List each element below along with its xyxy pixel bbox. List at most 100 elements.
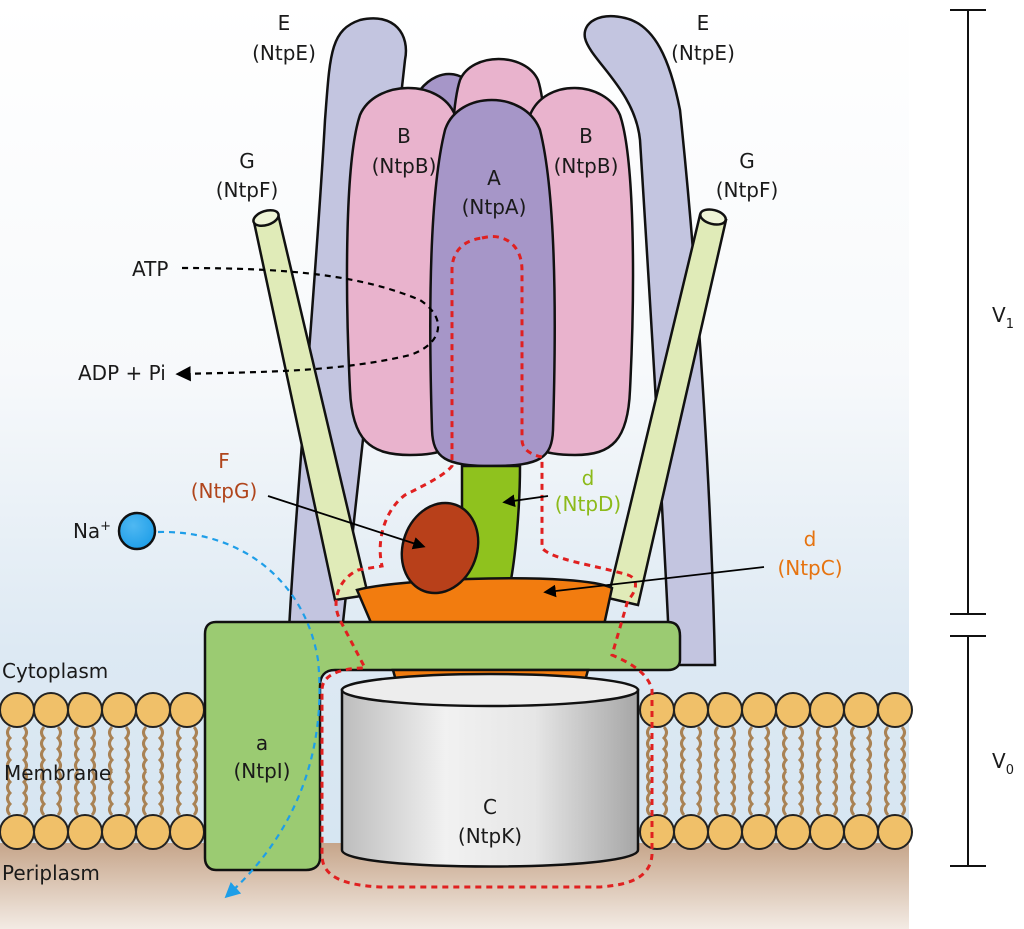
subunit-f	[400, 501, 480, 595]
label-b-left-name: B	[397, 124, 411, 148]
lipid-head	[775, 692, 811, 728]
label-f-name: F	[218, 449, 230, 473]
lipid-tail	[763, 725, 770, 817]
sodium-path-arrow	[157, 530, 321, 899]
lipid-head	[673, 814, 709, 850]
lipid-tail	[714, 725, 721, 817]
lipid-tail	[884, 725, 891, 817]
label-v1: V1	[992, 303, 1014, 332]
subunit-g-right-cap	[699, 208, 727, 226]
c-ring-top	[340, 672, 640, 708]
label-f-gene: (NtpG)	[191, 479, 258, 503]
lipid-head	[0, 692, 35, 728]
label-na-charge: +	[100, 519, 111, 534]
lipid-tail	[680, 725, 687, 817]
label-b-right-gene: (NtpB)	[554, 154, 619, 178]
d-orange-pointer-arrow	[543, 566, 765, 598]
lipid-head	[707, 692, 743, 728]
subunit-a-membrane	[203, 620, 682, 872]
lipid-bilayer	[0, 692, 913, 850]
lipid-tail	[191, 725, 198, 817]
lipid-head	[707, 814, 743, 850]
label-v0-sub: 0	[1006, 763, 1014, 778]
label-v0: V0	[992, 749, 1014, 778]
label-g-left-name: G	[239, 149, 255, 173]
lipid-head	[639, 814, 675, 850]
atp-hydrolysis-arrow	[175, 266, 440, 382]
lipid-tail	[695, 725, 702, 817]
label-e-right-gene: (NtpE)	[671, 41, 735, 65]
lipid-tail	[865, 725, 872, 817]
lipid-tail	[142, 725, 149, 817]
label-e-right-name: E	[697, 11, 710, 35]
lipid-tail	[816, 725, 823, 817]
label-c-name: C	[483, 795, 497, 819]
label-cytoplasm: Cytoplasm	[2, 659, 108, 683]
label-d-orange-name: d	[804, 527, 817, 551]
lipid-head	[673, 692, 709, 728]
label-adp-pi: ADP + Pi	[78, 361, 166, 385]
lipid-tail	[748, 725, 755, 817]
subunit-e-right	[583, 15, 717, 667]
lipid-head	[809, 692, 845, 728]
lipid-tail	[21, 725, 28, 817]
lipid-head	[809, 814, 845, 850]
lipid-head	[775, 814, 811, 850]
label-a-gene: (NtpA)	[462, 195, 527, 219]
lipid-head	[101, 814, 137, 850]
label-g-right-gene: (NtpF)	[716, 178, 779, 202]
lipid-tail	[40, 725, 47, 817]
lipid-head	[741, 814, 777, 850]
label-e-left-gene: (NtpE)	[252, 41, 316, 65]
scale-bars	[950, 9, 986, 867]
label-d-green-name: d	[582, 466, 595, 490]
d-green-pointer-arrow	[502, 494, 549, 507]
label-d-green-gene: (NtpD)	[555, 492, 622, 516]
lipid-head	[169, 814, 205, 850]
lipid-head	[67, 814, 103, 850]
label-na-ion: Na+	[73, 519, 111, 543]
label-g-left-gene: (NtpF)	[216, 178, 279, 202]
lipid-head	[67, 692, 103, 728]
label-v1-base: V	[992, 303, 1006, 327]
label-na-base: Na	[73, 519, 100, 543]
label-a-membrane-name: a	[256, 731, 268, 755]
subunit-a	[428, 98, 557, 468]
label-e-left-name: E	[278, 11, 291, 35]
lipid-head	[0, 814, 35, 850]
label-v0-base: V	[992, 749, 1006, 773]
lipid-tail	[176, 725, 183, 817]
label-d-orange-gene: (NtpC)	[777, 556, 842, 580]
lipid-head	[101, 692, 137, 728]
lipid-tail	[89, 725, 96, 817]
lipid-head	[843, 814, 879, 850]
lipid-head	[741, 692, 777, 728]
lipid-head	[877, 814, 913, 850]
margin-background	[909, 0, 1024, 929]
label-atp: ATP	[132, 257, 168, 281]
lipid-tail	[782, 725, 789, 817]
lipid-tail	[108, 725, 115, 817]
lipid-tail	[157, 725, 164, 817]
lipid-head	[843, 692, 879, 728]
lipid-tail	[646, 725, 653, 817]
label-c-gene: (NtpK)	[458, 824, 522, 848]
label-b-left-gene: (NtpB)	[372, 154, 437, 178]
label-b-right-name: B	[579, 124, 593, 148]
label-membrane: Membrane	[4, 761, 111, 785]
lipid-tail	[831, 725, 838, 817]
label-g-right-name: G	[739, 149, 755, 173]
lipid-tail	[797, 725, 804, 817]
f-pointer-arrow	[267, 495, 426, 550]
sodium-ion	[117, 511, 157, 551]
lipid-head	[877, 692, 913, 728]
c-ring-body	[340, 688, 640, 868]
lipid-tail	[55, 725, 62, 817]
lipid-head	[33, 692, 69, 728]
lipid-head	[169, 692, 205, 728]
lipid-tail	[661, 725, 668, 817]
lipid-tail	[850, 725, 857, 817]
lipid-head	[639, 692, 675, 728]
